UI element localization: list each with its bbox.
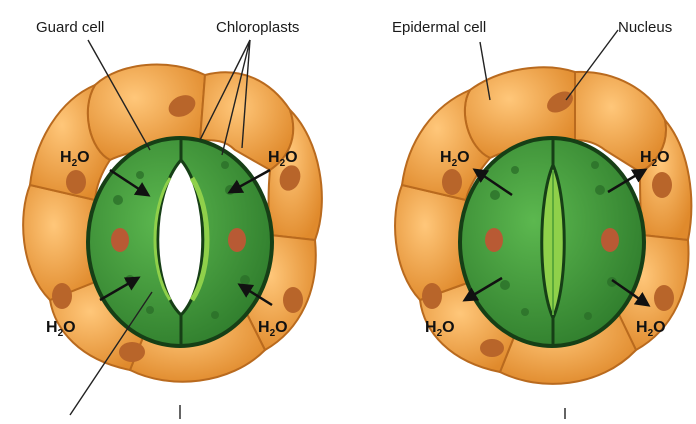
guard-nucleus	[601, 228, 619, 252]
guard-nucleus	[111, 228, 129, 252]
chloroplasts-label: Chloroplasts	[216, 19, 299, 36]
guard-cell-label: Guard cell	[36, 19, 104, 36]
nucleus	[652, 172, 672, 198]
chloroplast	[240, 275, 250, 285]
guard-nucleus	[485, 228, 503, 252]
nucleus	[66, 170, 86, 194]
nucleus	[480, 339, 504, 357]
chloroplast	[591, 161, 599, 169]
chloroplast	[221, 161, 229, 169]
chloroplast	[113, 195, 123, 205]
nucleus	[654, 285, 674, 311]
chloroplast	[136, 171, 144, 179]
guard-cells-left	[88, 138, 272, 346]
epidermal-cell-label: Epidermal cell	[392, 19, 486, 36]
nucleus	[119, 342, 145, 362]
chloroplast	[595, 185, 605, 195]
chloroplast	[511, 166, 519, 174]
nucleus-label: Nucleus	[618, 19, 672, 36]
chloroplast	[500, 280, 510, 290]
chloroplast	[146, 306, 154, 314]
chloroplast	[584, 312, 592, 320]
guard-cells-right	[460, 138, 644, 346]
guard-nucleus	[228, 228, 246, 252]
nucleus	[283, 287, 303, 313]
chloroplast	[490, 190, 500, 200]
nucleus	[422, 283, 442, 309]
chloroplast	[521, 308, 529, 316]
nucleus	[442, 169, 462, 195]
chloroplast	[211, 311, 219, 319]
nucleus	[52, 283, 72, 309]
